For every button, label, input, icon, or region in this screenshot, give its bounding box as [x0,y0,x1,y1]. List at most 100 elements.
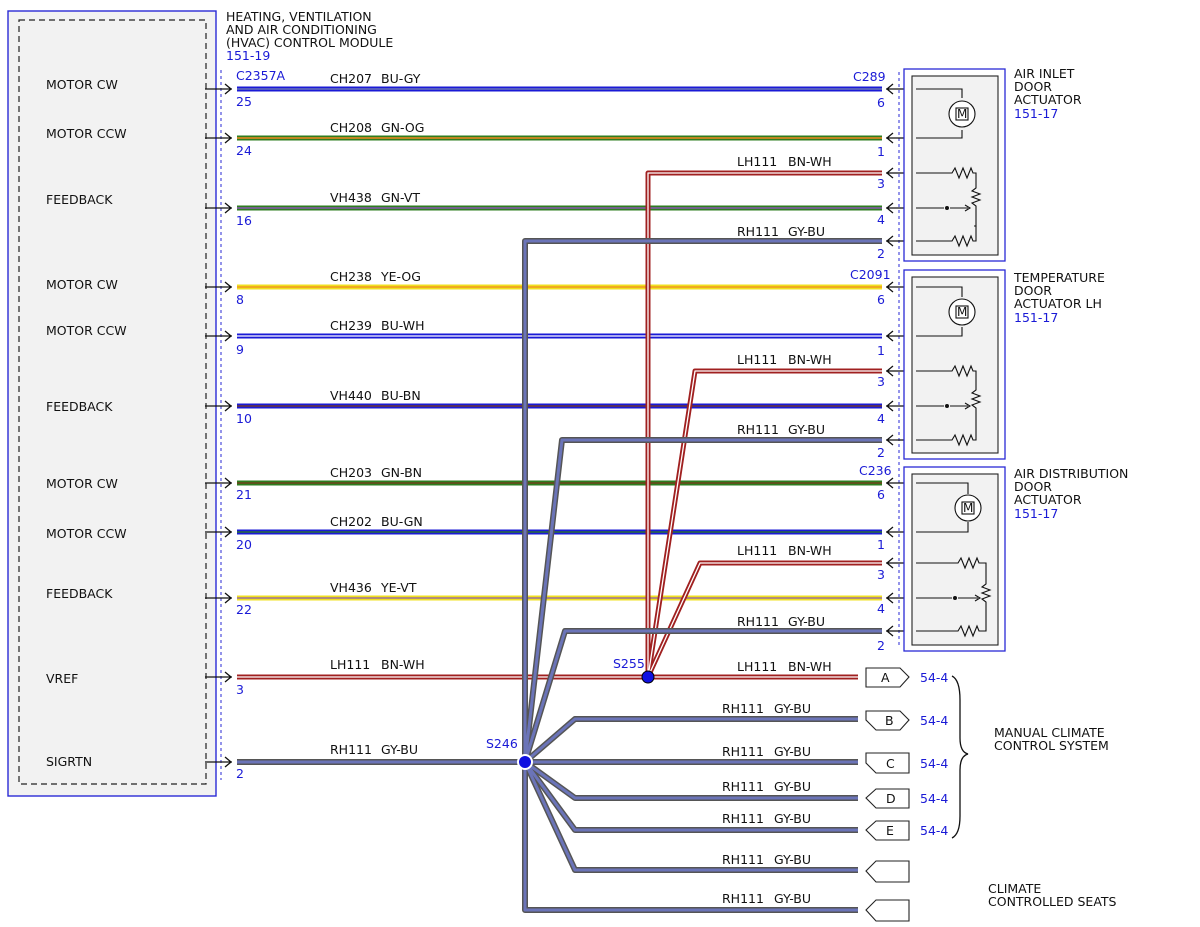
pin-label-vref: VREF [46,671,78,686]
out-ref-a: 54-4 [920,670,948,685]
wire-circuit-7: CH239 [330,318,372,333]
pin-label-motor-cw-3: MOTOR CW [46,476,118,491]
pin-label-motor-ccw-1: MOTOR CCW [46,126,127,141]
wire-circuit-3: LH111 [737,154,777,169]
act3-pin-6: 6 [877,487,885,502]
out-ref-d: 54-4 [920,791,948,806]
out-circuit-c: RH111 [722,744,764,759]
act3-title-1: AIR DISTRIBUTION [1014,466,1128,481]
manual-system-line-2: CONTROL SYSTEM [994,738,1109,753]
act3-pin-1: 1 [877,537,885,552]
out-circuit-seat2: RH111 [722,891,764,906]
out-letter-e: E [886,823,894,838]
wire-circuit-4: VH438 [330,190,372,205]
act1-ref: 151-17 [1014,106,1058,121]
wire-color-6: YE-OG [380,269,421,284]
hvac-connector-label: C2357A [236,68,286,83]
pin-label-motor-ccw-3: MOTOR CCW [46,526,127,541]
module-pin-10: 10 [236,411,252,426]
wire-circuit-16: LH111 [330,657,370,672]
actuator2-connector: C2091 [850,267,891,282]
actuator-air-distribution: M [903,466,1006,652]
act3-pin-4: 4 [877,601,885,616]
hvac-control-module [7,10,217,797]
wire-circuit-9: VH440 [330,388,372,403]
act3-pin-2: 2 [877,638,885,653]
wire-color-16: BN-WH [381,657,425,672]
actuator3-connector: C236 [859,463,892,478]
out-color-e: GY-BU [774,811,811,826]
wire-color-9: BU-BN [381,388,421,403]
wire-color-13: BN-WH [788,543,832,558]
output-labels: LH111 BN-WH RH111 GY-BU RH111 GY-BU RH11… [722,659,832,906]
out-letter-c: C [886,756,895,771]
wire-color-8: BN-WH [788,352,832,367]
act1-title-1: AIR INLET [1014,66,1075,81]
pin-label-motor-cw-2: MOTOR CW [46,277,118,292]
wire-color-7: BU-WH [381,318,425,333]
wire-circuit-1: CH207 [330,71,372,86]
out-color-seat1: GY-BU [774,852,811,867]
wire-color-10: GY-BU [788,422,825,437]
wire-rh111-group [237,238,882,913]
act1-pin-2: 2 [877,246,885,261]
hvac-title-line-1: HEATING, VENTILATION [226,9,372,24]
actuator1-connector: C289 [853,69,886,84]
wire-color-11: GN-BN [381,465,422,480]
wire-color-2: GN-OG [381,120,424,135]
manual-system-line-1: MANUAL CLIMATE [994,725,1105,740]
motor-m-icon-3: M [963,501,973,515]
act2-pin-4: 4 [877,411,885,426]
act2-pin-3: 3 [877,374,885,389]
out-color-seat2: GY-BU [774,891,811,906]
wire-circuit-11: CH203 [330,465,372,480]
seats-line-2: CONTROLLED SEATS [988,894,1117,909]
wire-color-3: BN-WH [788,154,832,169]
wire-circuit-6: CH238 [330,269,372,284]
act1-pin-1: 1 [877,144,885,159]
act2-pin-6: 6 [877,292,885,307]
motor-m-icon-2: M [957,305,967,319]
module-pin-2: 2 [236,766,244,781]
pin-label-feedback-3: FEEDBACK [46,586,113,601]
out-ref-e: 54-4 [920,823,948,838]
module-pin-8: 8 [236,292,244,307]
wire-circuit-12: CH202 [330,514,372,529]
act3-pin-3: 3 [877,567,885,582]
motor-m-icon-1: M [957,107,967,121]
wire-color-12: BU-GN [381,514,423,529]
module-pin-20: 20 [236,537,252,552]
splice-s246-dot [517,754,533,770]
hvac-title-line-2: AND AIR CONDITIONING [226,22,377,37]
out-ref-c: 54-4 [920,756,948,771]
output-connector-shapes [865,667,910,922]
out-letter-b: B [885,713,894,728]
splice-s255-dot [641,670,655,684]
act1-pin-4: 4 [877,212,885,227]
act2-ref: 151-17 [1014,310,1058,325]
wire-labels: CH207 BU-GY CH208 GN-OG LH111 BN-WH VH43… [330,71,832,757]
act2-pin-1: 1 [877,343,885,358]
wire-circuit-2: CH208 [330,120,372,135]
wire-color-15: GY-BU [788,614,825,629]
wire-circuit-14: VH436 [330,580,372,595]
act2-title-3: ACTUATOR LH [1014,296,1102,311]
act1-pin-3: 3 [877,176,885,191]
actuator-temperature: M [903,269,1006,460]
wire-lh111-group [237,170,882,680]
wire-color-5: GY-BU [788,224,825,239]
wire-circuit-8: LH111 [737,352,777,367]
out-circuit-e: RH111 [722,811,764,826]
out-color-b: GY-BU [774,701,811,716]
pin-label-feedback-2: FEEDBACK [46,399,113,414]
out-color-c: GY-BU [774,744,811,759]
hvac-ref: 151-19 [226,48,270,63]
module-pin-22: 22 [236,602,252,617]
act3-title-3: ACTUATOR [1014,492,1082,507]
splice-s255-label: S255 [613,656,645,671]
act3-title-2: DOOR [1014,479,1052,494]
module-pin-24: 24 [236,143,252,158]
hvac-title-line-3: (HVAC) CONTROL MODULE [226,35,393,50]
act2-title-2: DOOR [1014,283,1052,298]
out-circuit-b: RH111 [722,701,764,716]
